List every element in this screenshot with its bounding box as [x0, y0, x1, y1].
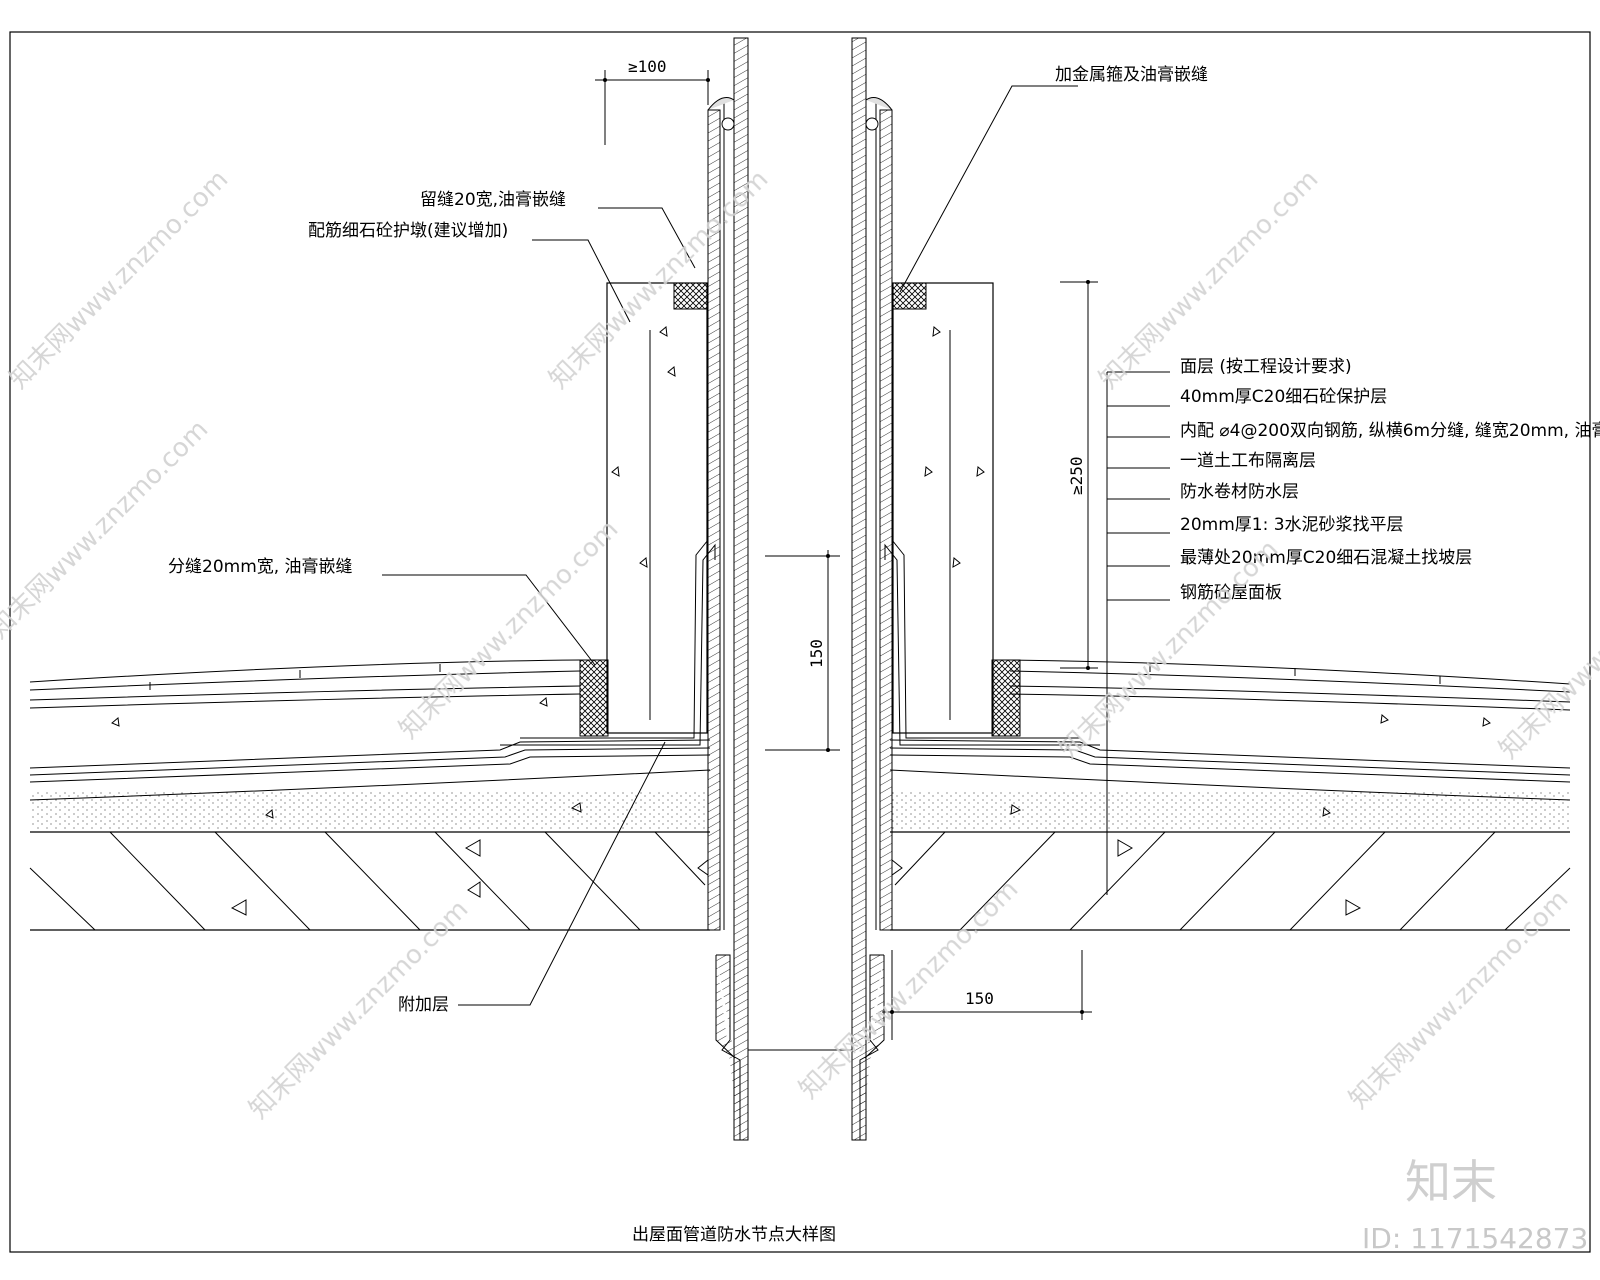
dim-upturn-height-text: ≥250	[1067, 456, 1086, 495]
layer-8: 钢筋砼屋面板	[1180, 583, 1282, 603]
dim-bottom-width-text: 150	[965, 989, 994, 1008]
dimension-mid-height: 150	[765, 550, 840, 752]
left-pipe-wall	[707, 37, 749, 1141]
dimension-top-width: ≥100	[595, 57, 710, 145]
layer-6: 20mm厚1: 3水泥砂浆找平层	[1180, 515, 1404, 535]
dim-top-width-text: ≥100	[628, 57, 667, 76]
layer-7: 最薄处20mm厚C20细石混凝土找坡层	[1180, 548, 1472, 568]
right-pipe-wall	[851, 37, 893, 1141]
layer-1: 面层 (按工程设计要求)	[1180, 357, 1352, 377]
brand-watermark: 知末	[1405, 1155, 1497, 1209]
label-additional-layer: 附加层	[398, 995, 449, 1015]
layer-3: 内配 ⌀4@200双向钢筋, 纵横6m分缝, 缝宽20mm, 油膏嵌缝	[1180, 420, 1600, 441]
left-section	[29, 282, 716, 931]
layer-2: 40mm厚C20细石砼保护层	[1180, 387, 1387, 407]
drawing-frame	[9, 31, 1591, 1253]
label-metal-hoop: 加金属箍及油膏嵌缝	[1055, 64, 1208, 85]
label-gap-seal: 留缝20宽,油膏嵌缝	[420, 189, 566, 210]
leader-split-seal: 分缝20mm宽, 油膏嵌缝	[168, 556, 596, 666]
right-section	[884, 282, 1571, 931]
leader-gap-seal: 留缝20宽,油膏嵌缝	[420, 189, 696, 269]
drawing-title: 出屋面管道防水节点大样图	[632, 1225, 836, 1245]
dimension-upturn-height: ≥250	[1060, 280, 1098, 670]
leader-concrete-pier: 配筋细石砼护墩(建议增加)	[308, 221, 631, 323]
label-concrete-pier: 配筋细石砼护墩(建议增加)	[308, 221, 508, 241]
id-watermark: ID: 1171542873	[1362, 1222, 1588, 1255]
layer-5: 防水卷材防水层	[1180, 482, 1299, 502]
watermark-text: 知末网www.znzmo.com	[1344, 884, 1575, 1115]
dim-mid-height-text: 150	[807, 639, 826, 668]
layer-callout: 面层 (按工程设计要求) 40mm厚C20细石砼保护层 内配 ⌀4@200双向钢…	[1106, 357, 1600, 895]
dimension-bottom-width: 150	[882, 950, 1092, 1040]
watermark-text: 知末网www.znzmo.com	[1494, 534, 1600, 765]
leader-additional-layer: 附加层	[398, 741, 666, 1015]
watermark-text: 知末网www.znzmo.com	[4, 164, 235, 395]
layer-4: 一道土工布隔离层	[1180, 451, 1316, 471]
label-split-seal: 分缝20mm宽, 油膏嵌缝	[168, 556, 353, 577]
watermarks: 知末网www.znzmo.com 知末网www.znzmo.com 知末网www…	[0, 164, 1600, 1125]
watermark-text: 知末网www.znzmo.com	[0, 414, 214, 645]
leader-metal-hoop: 加金属箍及油膏嵌缝	[899, 64, 1208, 293]
